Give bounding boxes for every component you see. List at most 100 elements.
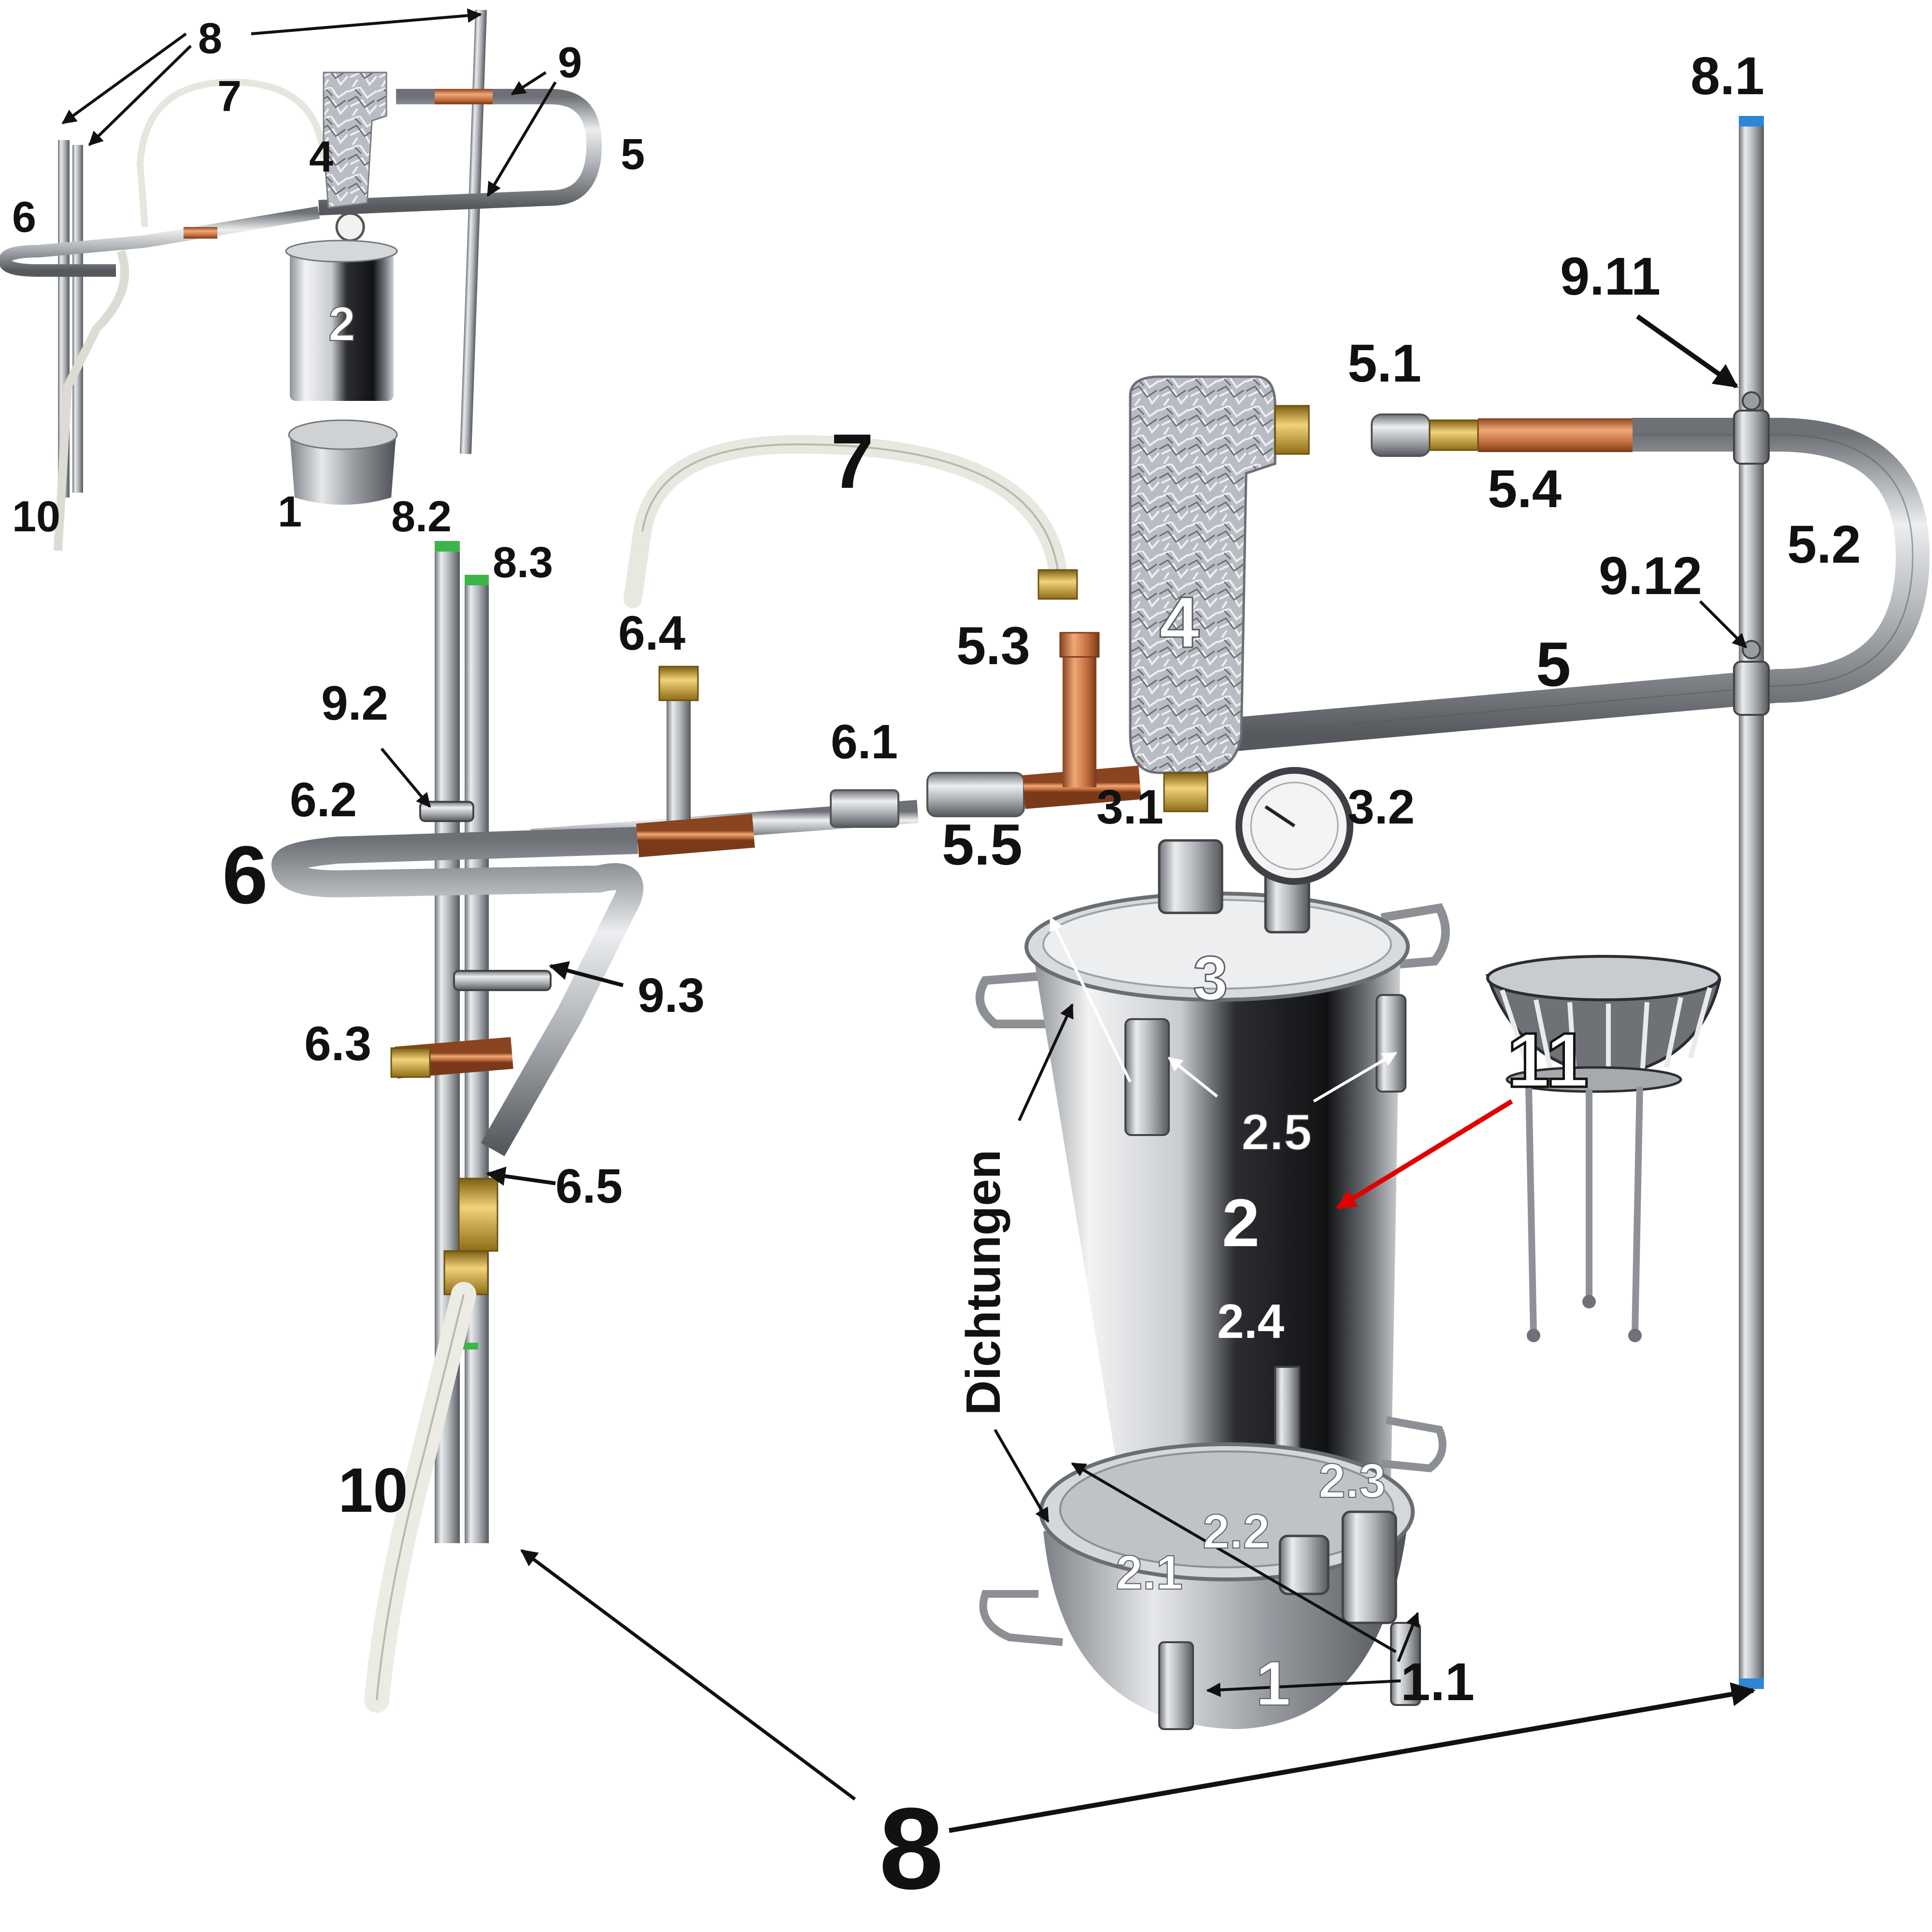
label-5-3: 5.3 bbox=[956, 616, 1030, 676]
arrow-9-2 bbox=[380, 748, 431, 808]
inset-arrow-9-top bbox=[511, 71, 547, 96]
label-2-4: 2.4 bbox=[1217, 1294, 1284, 1349]
label-9-12: 9.12 bbox=[1599, 546, 1702, 606]
arrow-2-5-to-lid bbox=[1049, 916, 1132, 1083]
stand-rod-8-1 bbox=[1739, 116, 1764, 1689]
inset-arrow-8-right bbox=[251, 8, 482, 35]
inset-label-1: 1 bbox=[278, 488, 302, 536]
label-1: 1 bbox=[1256, 1648, 1291, 1719]
inset-label-2: 2 bbox=[328, 297, 355, 351]
label-10: 10 bbox=[338, 1455, 408, 1525]
label-6: 6 bbox=[222, 829, 268, 921]
inset-hose-7 bbox=[136, 78, 327, 227]
arrow-dichtungen-top bbox=[1018, 1003, 1074, 1122]
vessel-2 bbox=[975, 767, 1450, 1495]
inset-arrow-9-bottom bbox=[486, 81, 557, 197]
label-5-2: 5.2 bbox=[1787, 515, 1861, 574]
fitting-5-5 bbox=[926, 772, 1025, 817]
label-4: 4 bbox=[1159, 582, 1199, 663]
clamp-9-3 bbox=[453, 970, 552, 991]
inset-vessel-2 bbox=[290, 251, 394, 401]
label-9-2: 9.2 bbox=[321, 676, 388, 730]
arrow-6-5 bbox=[486, 1166, 556, 1186]
inset-arrow-8-left bbox=[61, 32, 187, 125]
inset-foil-column-4 bbox=[323, 71, 387, 209]
inset-copper-5-4 bbox=[435, 89, 493, 104]
inset-label-6: 6 bbox=[12, 193, 36, 242]
inset-pot-1 bbox=[290, 435, 396, 505]
inset-pipe-6 bbox=[0, 206, 320, 277]
coil-6 bbox=[271, 827, 643, 1156]
arrow-2-5-left bbox=[1167, 1056, 1218, 1098]
inset-gauge bbox=[335, 212, 365, 242]
inset-label-4: 4 bbox=[309, 133, 333, 181]
inset-copper-6-1 bbox=[184, 227, 217, 239]
fitting-6-5 bbox=[458, 1178, 498, 1252]
arrow-8-to-rod-right bbox=[949, 1682, 1756, 1833]
copper-section-5-4 bbox=[1478, 418, 1633, 452]
union-fitting-5-1 bbox=[1371, 413, 1479, 457]
label-5: 5 bbox=[1536, 629, 1571, 699]
label-5-5: 5.5 bbox=[942, 812, 1023, 877]
inset-arrow-8-left-2 bbox=[88, 44, 192, 146]
label-6-4: 6.4 bbox=[618, 606, 685, 660]
lid-fitting-3-1 bbox=[1158, 839, 1223, 914]
inset-label-8-2: 8.2 bbox=[391, 493, 452, 541]
arrow-9-11 bbox=[1636, 314, 1739, 389]
label-8-1: 8.1 bbox=[1690, 46, 1764, 106]
fitting-6-1 bbox=[830, 789, 899, 828]
label-6-2: 6.2 bbox=[290, 773, 357, 827]
inset-label-9: 9 bbox=[558, 39, 582, 87]
clamp-9-2 bbox=[419, 801, 474, 822]
inset-condenser-5 bbox=[318, 89, 602, 215]
steamer-basket-11 bbox=[1485, 955, 1721, 1342]
inset-label-8: 8 bbox=[198, 14, 222, 63]
label-9-11: 9.11 bbox=[1560, 247, 1661, 306]
inset-overview: 8 7 9 4 5 6 2 10 1 8.2 bbox=[0, 8, 645, 551]
inset-stand-rod-left-2 bbox=[72, 145, 83, 493]
arrow-2-5-right bbox=[1313, 1051, 1397, 1103]
arrow-9-12 bbox=[1699, 600, 1747, 649]
label-2-5: 2.5 bbox=[1241, 1104, 1312, 1161]
inset-stand-rod-right bbox=[459, 9, 487, 455]
foil-column-4 bbox=[1129, 375, 1310, 812]
arrow-1-1-upper bbox=[1071, 1462, 1397, 1653]
label-9-3: 9.3 bbox=[638, 968, 705, 1023]
arrow-9-3 bbox=[549, 961, 624, 987]
arrow-1-1-clamp-right bbox=[1397, 1612, 1420, 1662]
label-7: 7 bbox=[831, 418, 874, 504]
pipe-6-4 bbox=[667, 686, 691, 821]
condenser-tube-5 bbox=[1235, 418, 1930, 751]
label-8-big: 8 bbox=[879, 1784, 943, 1913]
inset-label-10: 10 bbox=[12, 493, 60, 541]
label-6-1: 6.1 bbox=[831, 715, 898, 769]
label-6-5: 6.5 bbox=[555, 1159, 623, 1213]
arrow-red-11-to-2 bbox=[1336, 1099, 1513, 1210]
pot-1 bbox=[979, 1416, 1447, 1730]
label-8-3: 8.3 bbox=[493, 539, 553, 587]
label-5-4: 5.4 bbox=[1488, 459, 1562, 519]
label-3-1: 3.1 bbox=[1096, 780, 1164, 834]
copper-tee-6 bbox=[636, 814, 755, 857]
copper-riser-5-3 bbox=[1063, 647, 1096, 787]
label-3-2: 3.2 bbox=[1348, 780, 1415, 834]
label-3: 3 bbox=[1193, 943, 1228, 1013]
label-5-1: 5.1 bbox=[1348, 334, 1421, 393]
label-dichtungen: Dichtungen bbox=[956, 1150, 1010, 1415]
label-2-2: 2.2 bbox=[1203, 1505, 1270, 1559]
arrow-dichtungen-bottom bbox=[994, 1429, 1050, 1523]
clamp-9-11 bbox=[1733, 391, 1770, 465]
hose-7-fitting bbox=[1037, 569, 1078, 600]
inset-label-5: 5 bbox=[621, 130, 645, 179]
arrow-1-1-clamp-left bbox=[1206, 1679, 1401, 1697]
label-6-3: 6.3 bbox=[304, 1017, 371, 1071]
arrow-8-to-rod-left bbox=[520, 1549, 856, 1801]
label-2: 2 bbox=[1222, 1185, 1260, 1261]
inset-label-7: 7 bbox=[217, 72, 242, 121]
label-11: 11 bbox=[1507, 1017, 1589, 1103]
label-1-1: 1.1 bbox=[1401, 1652, 1475, 1712]
label-2-3: 2.3 bbox=[1319, 1454, 1386, 1508]
label-2-1: 2.1 bbox=[1116, 1546, 1183, 1600]
